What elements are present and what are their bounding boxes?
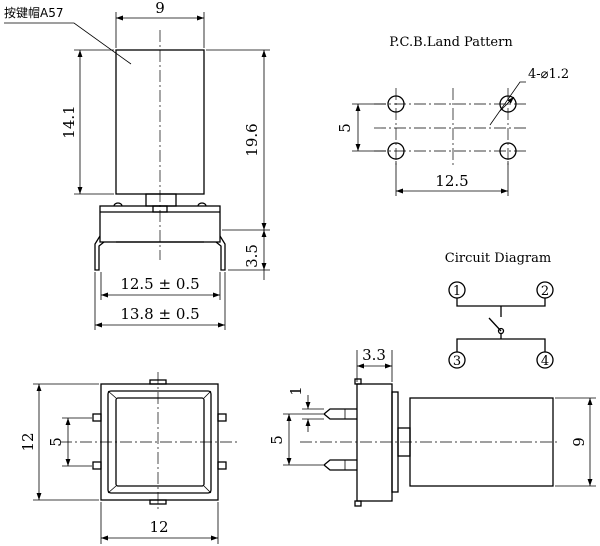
callout-leader: [4, 22, 132, 65]
dim-side-pin-spacing-label: 5: [268, 435, 286, 445]
switch-contact: [497, 327, 505, 335]
circuit-pin-4-label: 4: [541, 354, 549, 369]
circuit-title: Circuit Diagram: [445, 251, 551, 266]
lead-right: [215, 235, 226, 271]
top-keycap: [115, 397, 205, 487]
switch-blade: [488, 317, 502, 332]
lead-left: [94, 235, 105, 271]
dim-side-thickness-label: 3.3: [362, 346, 386, 364]
pcb-hole: [387, 95, 405, 113]
side-view: 3.3 1 5 9: [268, 346, 596, 507]
dim-cap-height-label: 14.1: [60, 105, 78, 138]
pcb-row-spacing-label: 5: [336, 123, 354, 133]
top-pin: [92, 413, 102, 422]
dim-total-height-label: 19.6: [243, 123, 261, 156]
circuit-pin-1-label: 1: [453, 284, 461, 299]
dim-top-pin-spacing-label: 5: [47, 437, 65, 447]
circuit-top-bus: [456, 298, 546, 307]
dim-side-pin-width-label: 1: [287, 386, 305, 396]
pcb-land-title: P.C.B.Land Pattern: [389, 35, 513, 50]
dim-cap-width-label: 9: [155, 0, 165, 17]
pcb-col-spacing-label: 12.5: [435, 172, 468, 190]
circuit-pin-2-label: 2: [541, 284, 549, 299]
pcb-land-pattern: P.C.B.Land Pattern 4-⌀1.2 5 12.5: [336, 35, 569, 196]
pcb-hole: [387, 142, 405, 160]
bottom-tab: [149, 499, 167, 505]
front-view: 按键帽A57 9 14.1 19.6: [4, 0, 270, 330]
side-keycap: [409, 397, 554, 487]
pcb-hole: [499, 142, 517, 160]
side-base: [356, 383, 393, 502]
circuit-diagram: Circuit Diagram 1 2 3 4: [445, 251, 554, 369]
top-view: 12 5 12: [19, 372, 240, 544]
dim-top-width-label: 12: [149, 518, 168, 536]
stem-outline: [145, 193, 177, 207]
top-pin: [92, 461, 102, 470]
side-pin-upper: [322, 408, 357, 420]
body-bump-left: [113, 202, 123, 207]
top-tab: [149, 379, 167, 385]
top-pin: [217, 413, 227, 422]
circuit-pin-3-label: 3: [453, 354, 461, 369]
pcb-hole: [499, 95, 517, 113]
body-bump-right: [197, 202, 207, 207]
dim-top-height-label: 12: [19, 432, 37, 451]
top-pin: [217, 461, 227, 470]
dim-side-cap-label: 9: [570, 437, 588, 447]
circuit-bottom-bus: [456, 338, 546, 352]
part-callout-label: 按键帽A57: [4, 5, 63, 20]
top-body-rim: [107, 390, 212, 494]
dim-lead-length-label: 3.5: [243, 244, 261, 268]
dim-body-width-label: 13.8 ± 0.5: [120, 305, 199, 323]
side-pin-lower: [322, 459, 357, 471]
pcb-hole-callout: 4-⌀1.2: [528, 67, 569, 82]
dim-pin-pitch-label: 12.5 ± 0.5: [120, 275, 199, 293]
